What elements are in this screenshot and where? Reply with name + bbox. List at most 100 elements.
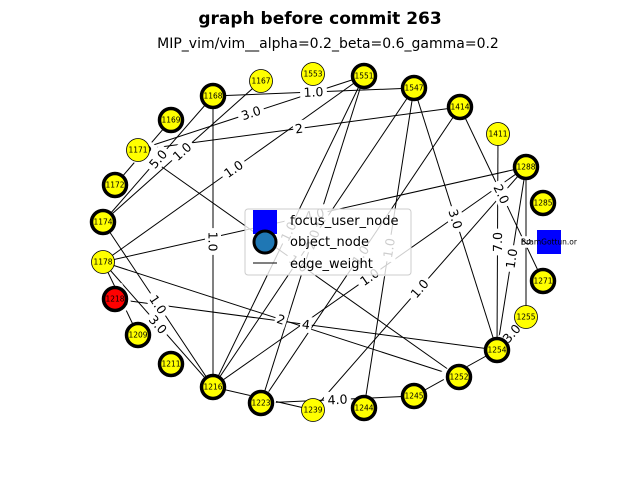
object-node — [101, 285, 129, 313]
legend-label-object: object_node — [290, 235, 369, 250]
node-1547: 1547 — [400, 74, 428, 102]
object-node — [157, 106, 185, 134]
edge-label-bg — [235, 101, 267, 125]
legend-object-marker — [252, 229, 278, 255]
node-layer: 1553 1551 1547 1414 1411 1288 1285BramGottun.o… — [89, 62, 578, 422]
edge-label: 2 — [519, 238, 534, 246]
edge-label-bg — [443, 203, 468, 235]
edge-label: 1.0 — [303, 84, 324, 100]
node-1223: 1223 — [247, 389, 275, 417]
node-label: 1411 — [488, 130, 507, 139]
object-node — [301, 398, 325, 422]
legend-label-focus: focus_user_node — [290, 214, 399, 229]
object-node — [446, 93, 474, 121]
edge-label: 3.0 — [445, 207, 465, 231]
node-label: 1252 — [449, 373, 468, 382]
node-1244: 1244 — [350, 394, 378, 422]
node-1255: 1255 — [514, 305, 538, 329]
edge-label-bg — [273, 310, 289, 329]
edge-label: 2 — [294, 121, 304, 137]
edge-label-bg — [299, 315, 313, 334]
object-node — [89, 208, 117, 236]
node-label: 1244 — [354, 404, 373, 413]
node-label: 1245 — [404, 392, 423, 401]
node-label: 1271 — [533, 277, 552, 286]
edge-label-bg — [488, 178, 515, 210]
node-label: 1288 — [516, 163, 535, 172]
edge-label-group: 2 — [273, 310, 289, 329]
edge-label-group: 1.0 — [501, 244, 522, 273]
edge-label-group: 1.0 — [299, 83, 328, 101]
edge-label-group: 3.0 — [443, 203, 468, 235]
chart-subtitle: MIP_vim/vim__alpha=0.2_beta=0.6_gamma=0.… — [157, 36, 499, 52]
node-1169: 1169 — [157, 106, 185, 134]
object-node — [350, 62, 378, 90]
node-1172: 1172 — [101, 171, 129, 199]
node-1414: 1414 — [446, 93, 474, 121]
node-1285: 1285 — [529, 189, 557, 217]
edge-label-bg — [299, 83, 328, 101]
edge-label: 4 — [301, 317, 311, 333]
edge-label-group: 2.0 — [488, 178, 515, 210]
node-1171: 1171 — [126, 138, 150, 162]
node-1254: 1254 — [483, 336, 511, 364]
edge-label-bg — [292, 119, 306, 138]
node-1411: 1411 — [486, 122, 510, 146]
node-label: 1169 — [161, 116, 180, 125]
node-1245: 1245 — [400, 382, 428, 410]
object-node — [514, 305, 538, 329]
object-node — [445, 363, 473, 391]
node-1209: 1209 — [124, 321, 152, 349]
node-1288: 1288 — [512, 153, 540, 181]
object-node — [199, 82, 227, 110]
object-node — [486, 122, 510, 146]
node-label: 1547 — [404, 84, 423, 93]
node-1178: 1178 — [91, 250, 115, 274]
object-node — [301, 62, 325, 86]
node-1168: 1168 — [199, 82, 227, 110]
node-label: 1255 — [516, 313, 535, 322]
edge-label-bg — [143, 309, 173, 340]
edge-label-bg — [143, 288, 173, 321]
node-label: 1171 — [128, 146, 147, 155]
edge-label-group: 4 — [299, 315, 313, 334]
node-label: 1553 — [303, 70, 322, 79]
node-label: 1218 — [105, 295, 124, 304]
object-node — [400, 382, 428, 410]
object-node — [91, 250, 115, 274]
node-label: 1167 — [251, 77, 270, 86]
node-label: 1209 — [128, 331, 147, 340]
node-BramGottun.or: BramGottun.or — [521, 230, 578, 254]
edge-label-bg — [143, 143, 173, 175]
edge-label-bg — [489, 228, 506, 256]
object-node — [157, 350, 185, 378]
legend-frame — [244, 208, 412, 276]
edge-label-group: 1.0 — [217, 154, 250, 184]
object-node — [126, 138, 150, 162]
edge-label: 3.0 — [239, 103, 263, 123]
object-node — [199, 373, 227, 401]
node-1252: 1252 — [445, 363, 473, 391]
object-node — [529, 267, 557, 295]
edge-label-bg — [205, 228, 221, 255]
node-label: 1168 — [203, 92, 222, 101]
edge-label-bg — [518, 236, 534, 248]
node-label: 1216 — [203, 383, 222, 392]
edge-label: 1.0 — [206, 232, 221, 252]
edge-label: 4.0 — [327, 392, 348, 408]
edge-label-group: 2 — [292, 119, 306, 138]
object-node — [124, 321, 152, 349]
object-node — [529, 189, 557, 217]
edge-label-group: 4.0 — [323, 390, 352, 409]
object-node — [512, 153, 540, 181]
node-1551: 1551 — [350, 62, 378, 90]
edge-label: 7.0 — [490, 232, 505, 252]
node-label: 1551 — [354, 72, 373, 81]
chart-title: graph before commit 263 — [198, 9, 441, 29]
object-node — [101, 171, 129, 199]
object-node — [400, 74, 428, 102]
object-node — [247, 389, 275, 417]
edge-label-group: 1.0 — [166, 136, 198, 167]
node-1239: 1239 — [301, 398, 325, 422]
